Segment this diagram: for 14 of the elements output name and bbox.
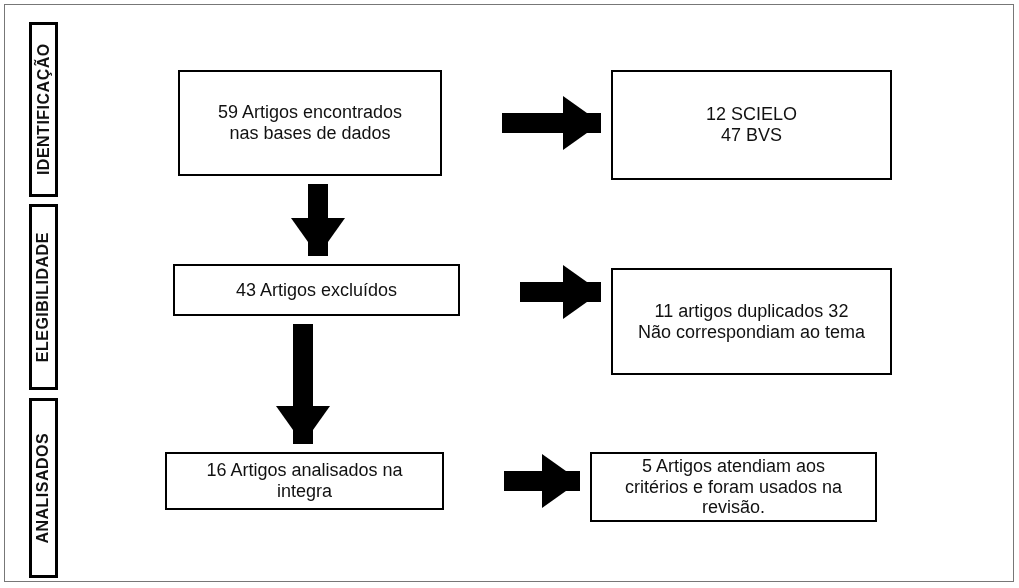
process-box: 11 artigos duplicados 32 Não correspondiam ao tema xyxy=(611,268,892,375)
process-box: 5 Artigos atendiam aos critérios e foram usados na revisão. xyxy=(590,452,877,522)
process-box: 43 Artigos excluídos xyxy=(173,264,460,316)
block-arrow xyxy=(276,324,330,444)
stage-label: IDENTIFICAÇÃO xyxy=(29,22,58,197)
process-box: 16 Artigos analisados na integra xyxy=(165,452,444,510)
block-arrow xyxy=(502,96,601,150)
stage-label: ELEGIBILIDADE xyxy=(29,204,58,390)
block-arrow xyxy=(291,184,345,256)
stage-label: ANALISADOS xyxy=(29,398,58,578)
process-box: 12 SCIELO 47 BVS xyxy=(611,70,892,180)
block-arrow xyxy=(504,454,580,508)
block-arrow xyxy=(520,265,601,319)
process-box: 59 Artigos encontrados nas bases de dados xyxy=(178,70,442,176)
